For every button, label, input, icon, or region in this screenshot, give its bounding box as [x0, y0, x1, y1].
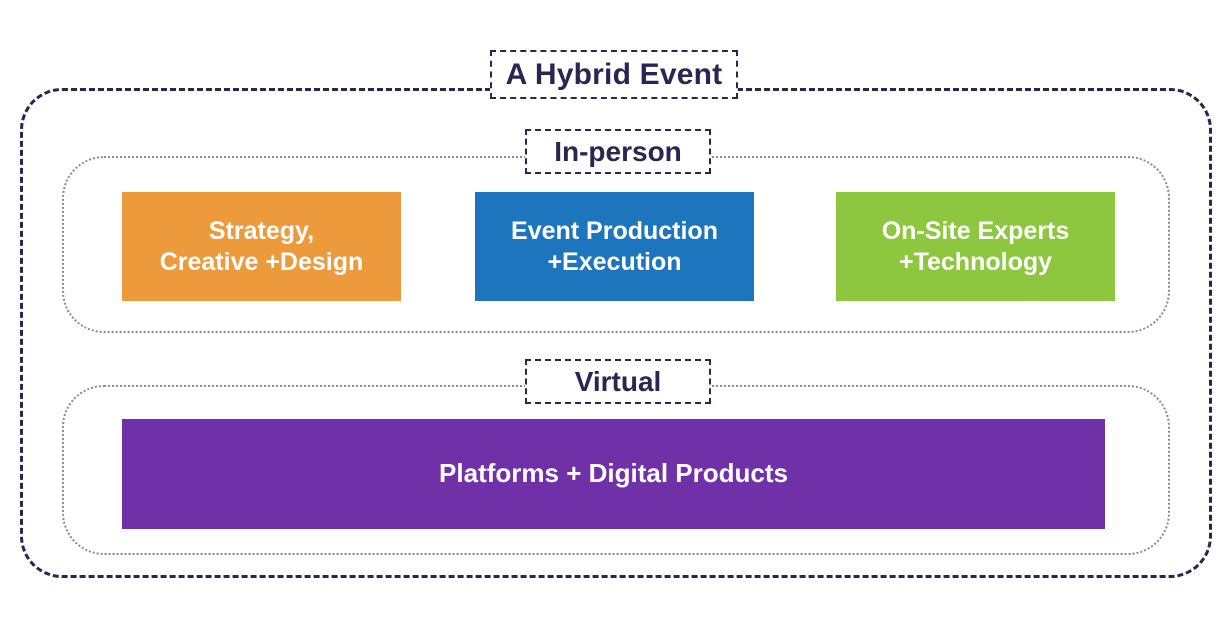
block-platforms-text: Platforms + Digital Products — [431, 458, 796, 490]
block-strategy-text: Strategy, Creative +Design — [152, 216, 372, 277]
in-person-section-label: In-person — [525, 129, 711, 174]
diagram-title: A Hybrid Event — [490, 50, 738, 99]
block-production-text: Event Production +Execution — [503, 216, 726, 277]
in-person-label-text: In-person — [554, 135, 682, 167]
block-onsite-text: On-Site Experts +Technology — [874, 216, 1078, 277]
block-onsite-line1: On-Site Experts — [881, 217, 1070, 245]
block-production-line2: +Execution — [547, 247, 682, 276]
block-production-line1: Event Production — [511, 217, 718, 245]
block-platforms-line1: Platforms + Digital Products — [439, 458, 788, 489]
block-strategy-creative-design[interactable]: Strategy, Creative +Design — [122, 192, 401, 301]
block-on-site-experts-technology[interactable]: On-Site Experts +Technology — [836, 192, 1115, 301]
block-onsite-line2: +Technology — [898, 247, 1053, 276]
block-platforms-digital-products[interactable]: Platforms + Digital Products — [122, 419, 1105, 529]
diagram-title-label: A Hybrid Event — [505, 57, 723, 91]
virtual-label-text: Virtual — [574, 365, 662, 397]
block-strategy-line2: Creative +Design — [159, 247, 364, 276]
virtual-section-label: Virtual — [525, 359, 711, 404]
block-event-production-execution[interactable]: Event Production +Execution — [475, 192, 754, 301]
block-strategy-line1: Strategy, — [208, 217, 315, 245]
